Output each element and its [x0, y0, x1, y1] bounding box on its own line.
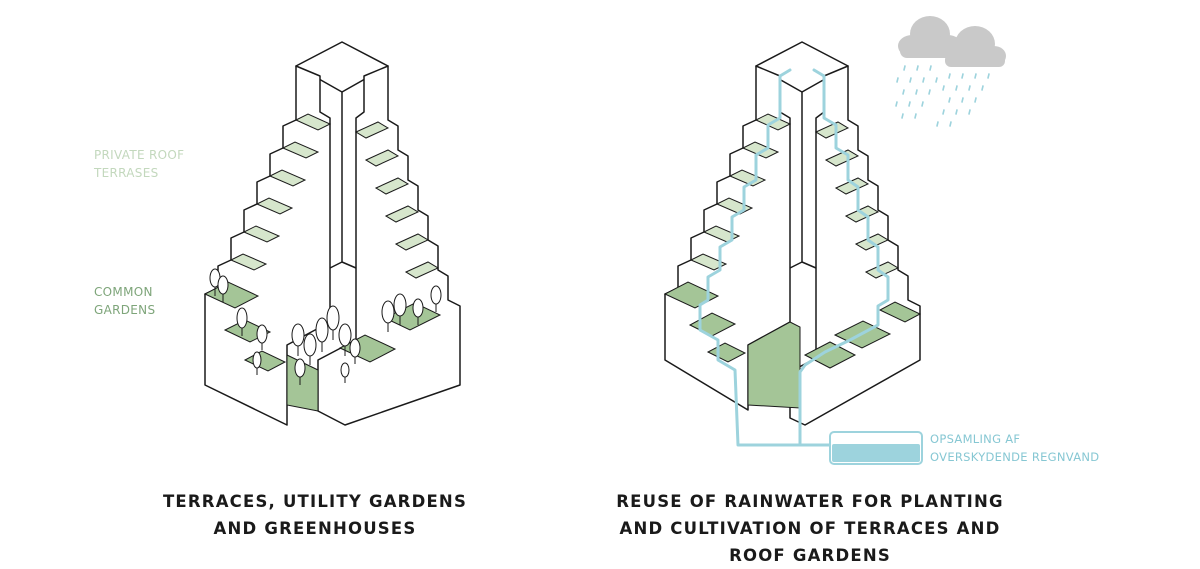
left-caption: TERRACES, UTILITY GARDENS AND GREENHOUSE…	[140, 488, 490, 542]
left-caption-line-2: AND GREENHOUSES	[213, 519, 417, 538]
left-building	[204, 41, 461, 426]
water-collection-label-line-2: OVERSKYDENDE REGNVAND	[930, 450, 1100, 464]
left-terraces	[229, 113, 440, 279]
rainwater-channels	[698, 68, 890, 447]
private-roof-terraces-label: PRIVATE ROOF TERRASES	[94, 146, 184, 182]
left-wing-right-facade	[317, 65, 461, 426]
left-caption-line-1: TERRACES, UTILITY GARDENS	[162, 492, 468, 511]
rain-cloud-icon	[898, 16, 1006, 67]
common-gardens-label-line-2: GARDENS	[94, 303, 156, 317]
left-trees	[209, 268, 442, 385]
right-inner-corner	[789, 92, 817, 269]
right-caption-line-1: REUSE OF RAINWATER FOR PLANTING	[616, 492, 1004, 511]
right-caption-line-2: AND CULTIVATION OF TERRACES AND	[619, 519, 1001, 538]
water-collection-label-line-1: OPSAMLING AF	[930, 432, 1021, 446]
private-roof-label-line-1: PRIVATE ROOF	[94, 148, 185, 162]
left-inner-corner	[329, 92, 357, 269]
private-roof-label-line-2: TERRASES	[94, 166, 159, 180]
right-wing-right-facade	[789, 65, 921, 426]
common-gardens-label-line-1: COMMON	[94, 285, 153, 299]
water-tank	[829, 431, 923, 465]
water-collection-label: OPSAMLING AF OVERSKYDENDE REGNVAND	[930, 430, 1099, 466]
right-caption-line-3: ROOF GARDENS	[729, 546, 891, 565]
right-caption: REUSE OF RAINWATER FOR PLANTING AND CULT…	[590, 488, 1030, 569]
common-gardens-label: COMMON GARDENS	[94, 283, 155, 319]
rain-drops	[895, 65, 990, 127]
